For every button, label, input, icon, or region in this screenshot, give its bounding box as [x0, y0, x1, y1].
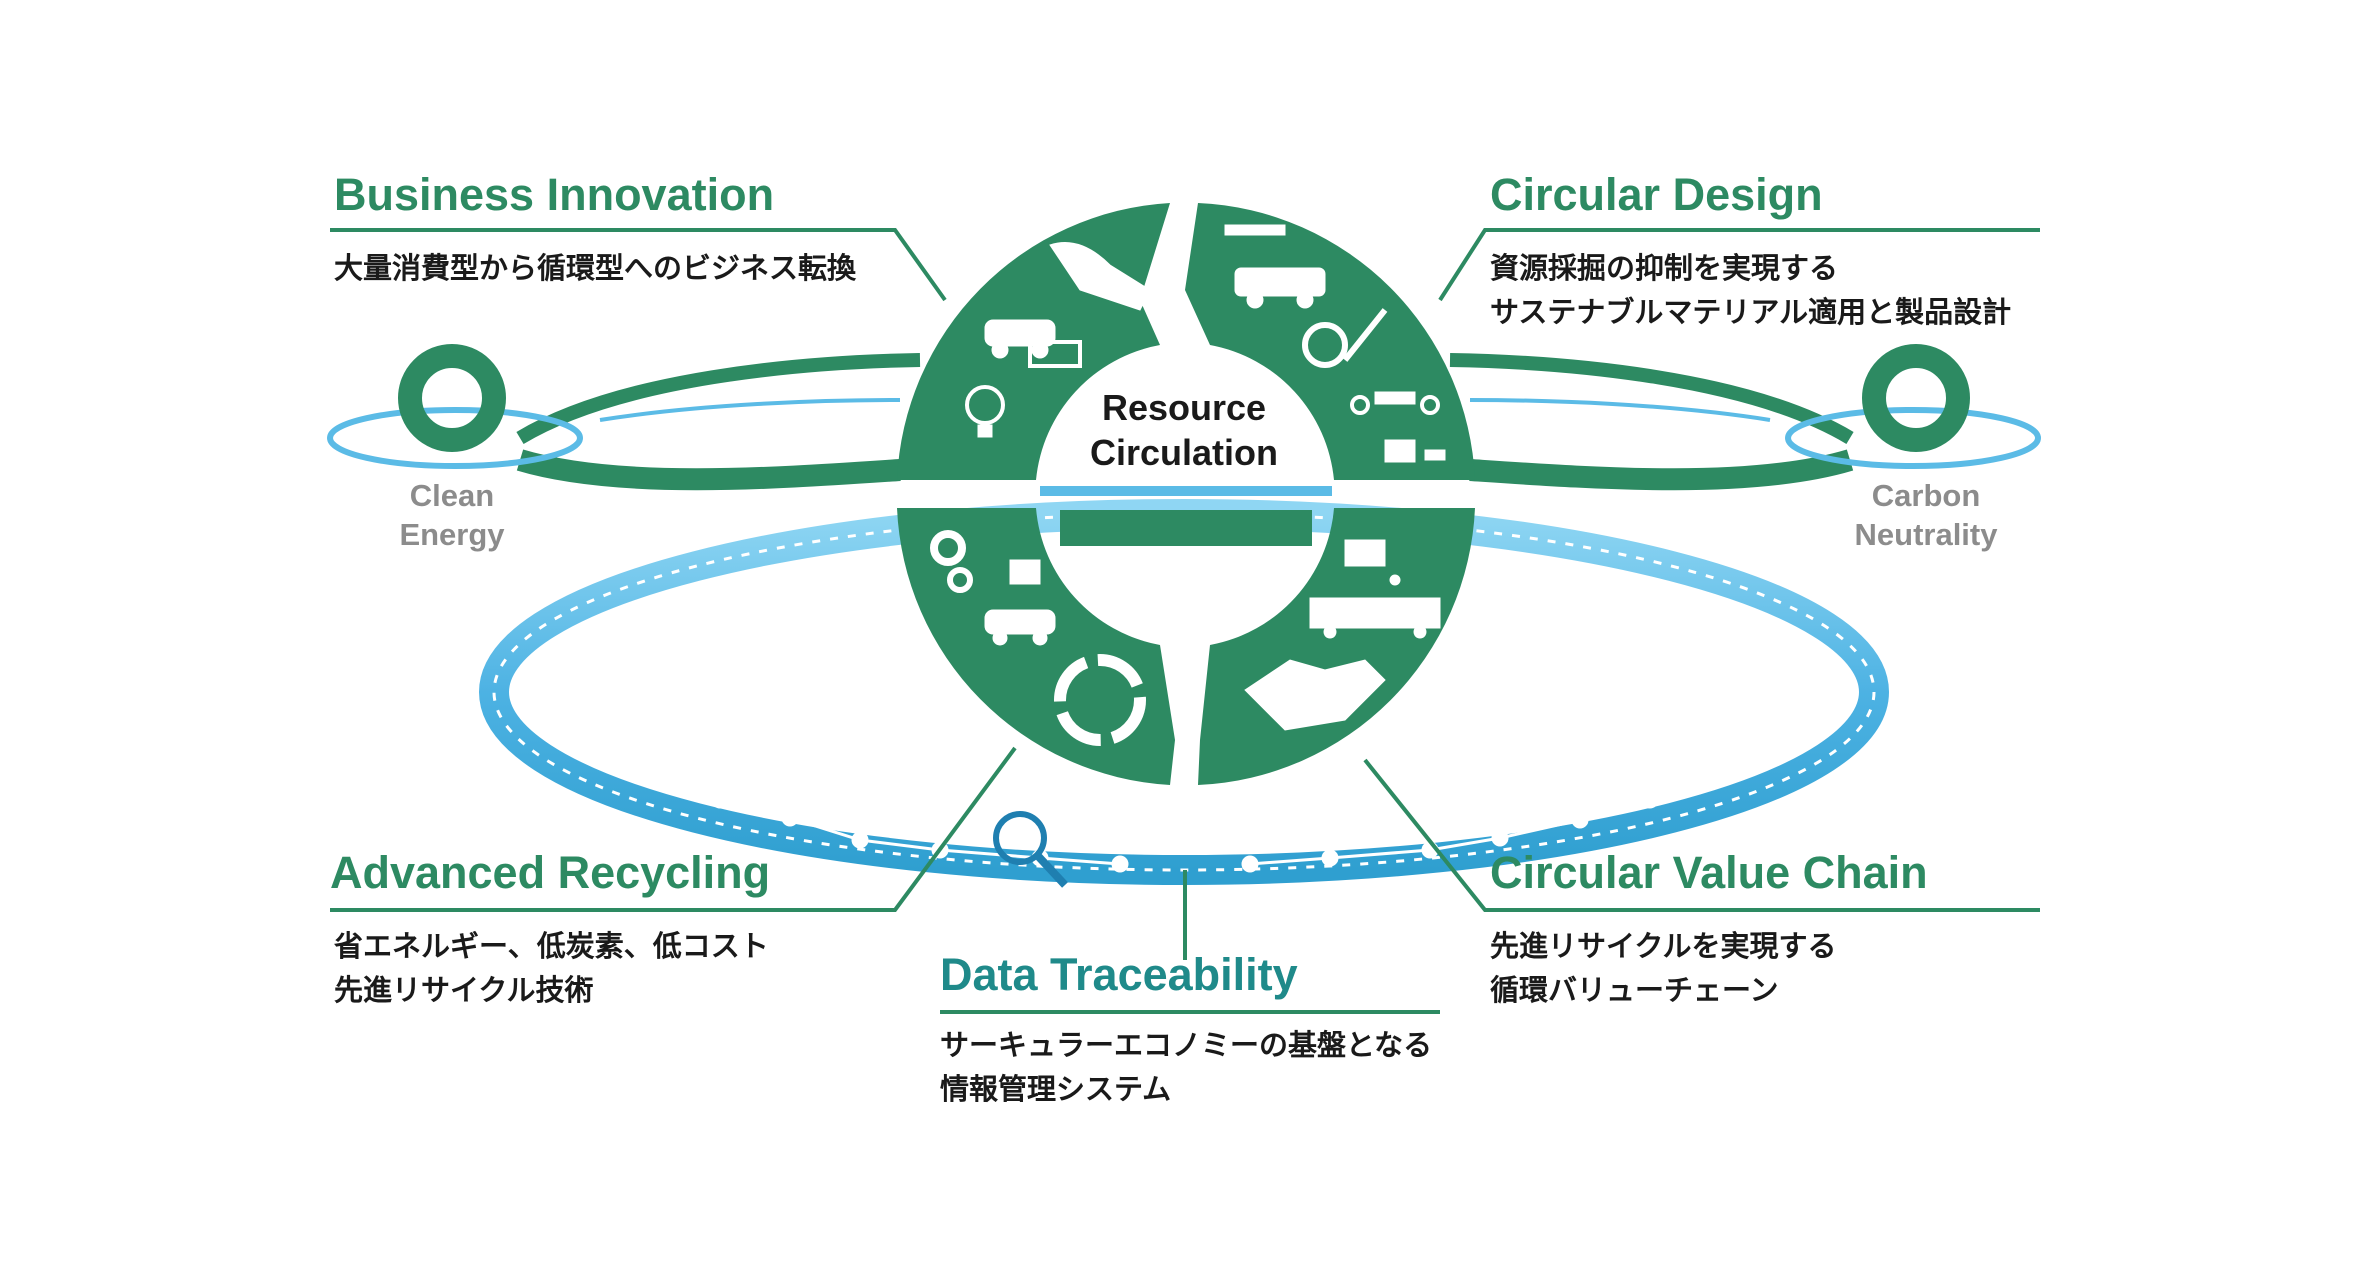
advanced-recycling-desc-line-1: 省エネルギー、低炭素、低コスト [334, 931, 769, 963]
factory-robot-icon [1224, 224, 1286, 236]
handshake-device-icon [1049, 242, 1151, 311]
resource-circulation-wheel [897, 203, 1475, 785]
clean-energy-label: Clean Energy [362, 476, 542, 554]
data-traceability-title: Data Traceability [940, 949, 1298, 1000]
car-parts-icon [1234, 267, 1326, 309]
circular-design-desc-line-2: サステナブルマテリアル適用と製品設計 [1490, 297, 2012, 329]
center-line-1: Resource [1101, 387, 1267, 428]
parts-icon [1384, 439, 1446, 463]
clean-energy-node [327, 344, 583, 469]
recycle-design-icon [1302, 322, 1348, 368]
handshake-icon [1244, 659, 1386, 731]
advanced-recycling-title: Advanced Recycling [330, 847, 771, 898]
leader-lines [330, 228, 2040, 1014]
center-line-2: Circulation [1089, 432, 1278, 473]
circular-design-desc: 資源採掘の抑制を実現する サステナブルマテリアル適用と製品設計 [1490, 247, 2011, 335]
pencil-icon [1342, 308, 1388, 362]
carbon-neutrality-line-2: Neutrality [1854, 517, 1998, 552]
advanced-recycling-desc: 省エネルギー、低炭素、低コスト 先進リサイクル技術 [334, 925, 769, 1013]
segment-circular-value-chain [1198, 508, 1475, 785]
carbon-neutrality-label: Carbon Neutrality [1826, 476, 2026, 554]
battery-icon [1028, 340, 1082, 368]
car-lift-icon [984, 609, 1056, 646]
carbon-neutrality-node [1785, 344, 2041, 469]
recycle-icon [1054, 654, 1146, 746]
magnifier-icon [993, 811, 1068, 888]
circular-value-chain-desc-line-2: 循環バリューチェーン [1490, 975, 1779, 1007]
circular-value-chain-title: Circular Value Chain [1490, 847, 1928, 898]
business-innovation-desc-line-1: 大量消費型から循環型へのビジネス転換 [334, 253, 857, 285]
data-traceability-orbit [479, 499, 1889, 885]
segment-advanced-recycling [897, 508, 1175, 785]
crushing-icon [1344, 539, 1401, 586]
carbon-neutrality-line-1: Carbon [1871, 478, 1981, 513]
circular-design-desc-line-1: 資源採掘の抑制を実現する [1490, 253, 1839, 285]
advanced-recycling-desc-line-2: 先進リサイクル技術 [334, 975, 594, 1007]
wheel-icons [930, 224, 1446, 746]
data-traceability-desc-line-1: サーキュラーエコノミーの基盤となる [940, 1030, 1433, 1062]
car-door-icon [1009, 559, 1041, 585]
upper-orbit [516, 353, 1854, 491]
car-icon [984, 319, 1056, 359]
center-label: Resource Circulation [1054, 385, 1314, 475]
business-innovation-title: Business Innovation [334, 169, 775, 220]
clean-energy-line-1: Clean [409, 478, 495, 513]
circular-value-chain-desc: 先進リサイクルを実現する 循環バリューチェーン [1490, 925, 1837, 1013]
data-traceability-desc: サーキュラーエコノミーの基盤となる 情報管理システム [940, 1024, 1432, 1112]
circular-design-title: Circular Design [1490, 169, 1823, 220]
data-traceability-desc-line-2: 情報管理システム [940, 1074, 1172, 1106]
lightbulb-icon [965, 385, 1005, 438]
clean-energy-line-2: Energy [399, 517, 505, 552]
motorcycle-icon [1350, 391, 1440, 415]
gears-icon [930, 530, 973, 593]
truck-icon [1309, 597, 1441, 639]
business-innovation-desc: 大量消費型から循環型へのビジネス転換 [334, 247, 856, 291]
circular-value-chain-desc-line-1: 先進リサイクルを実現する [1490, 931, 1837, 963]
